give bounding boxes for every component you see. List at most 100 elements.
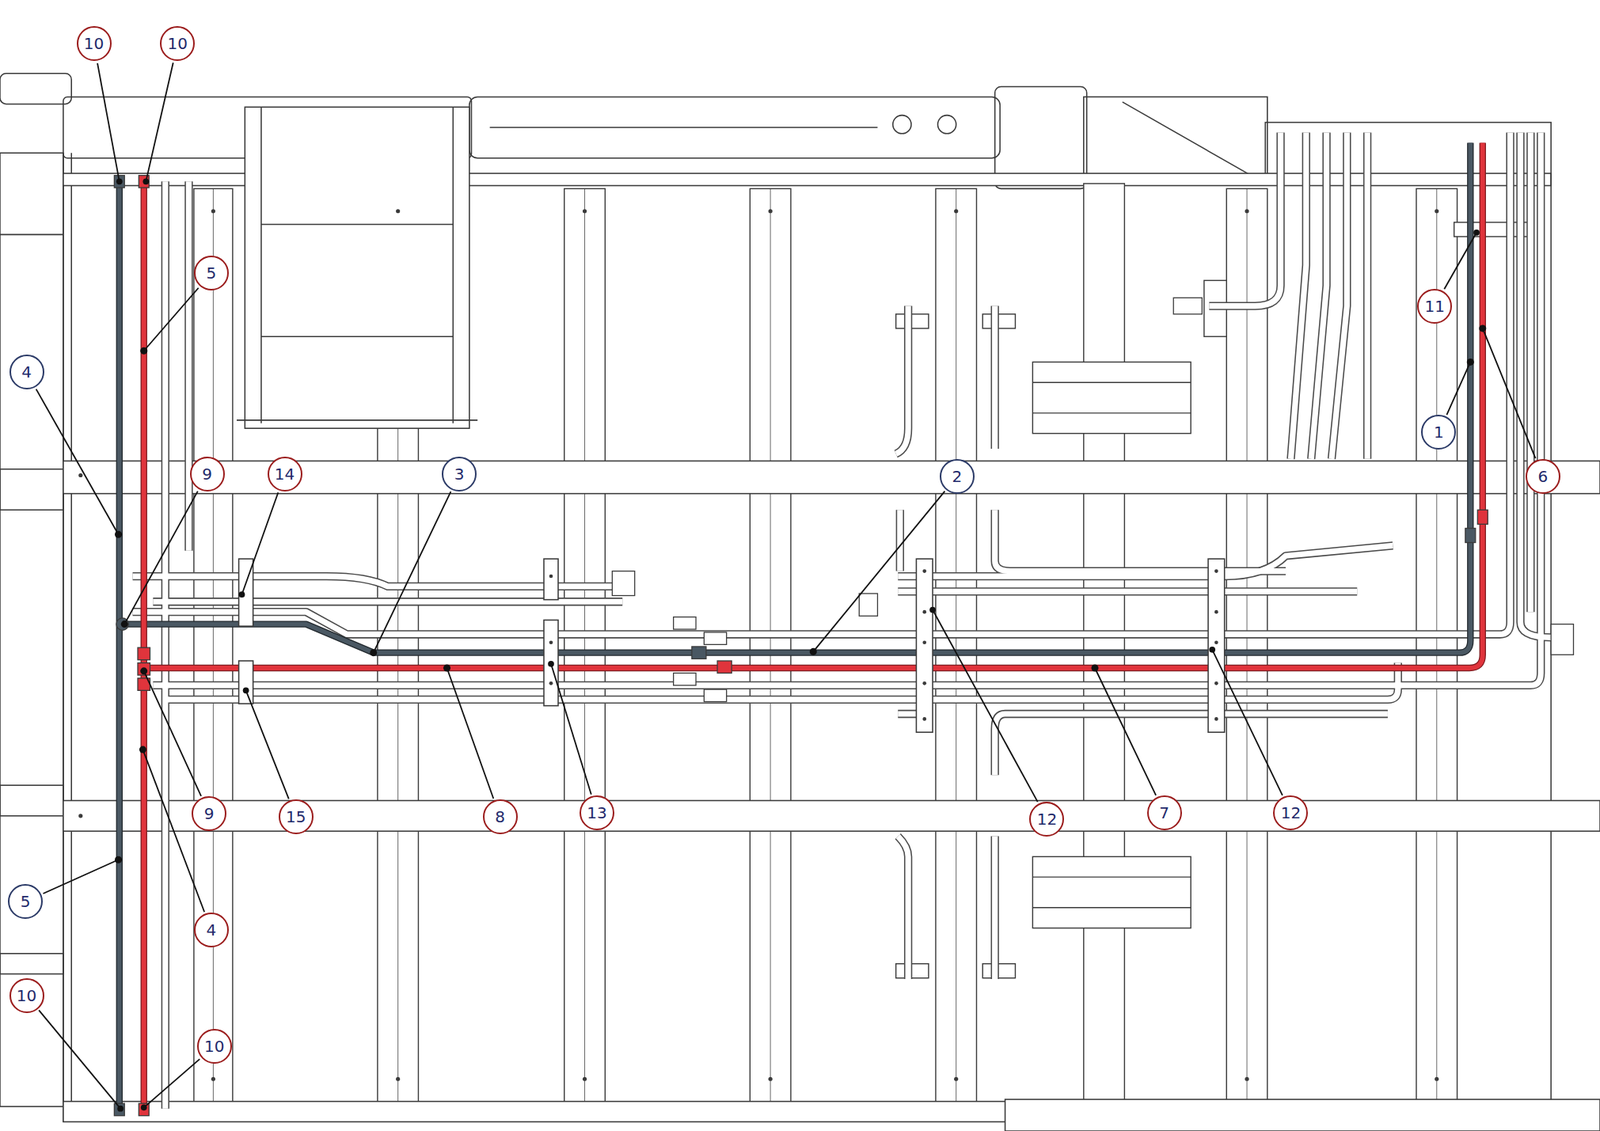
leader-line bbox=[124, 491, 198, 625]
frame-rib bbox=[212, 188, 214, 1107]
pipe-clamp bbox=[1244, 209, 1249, 213]
hydraulic-tube-inner bbox=[133, 133, 1511, 635]
hydraulic-tube-inner bbox=[1520, 133, 1551, 639]
ladder bbox=[452, 106, 454, 423]
pipe-clamp bbox=[395, 1077, 400, 1082]
pressure-line bbox=[144, 142, 1483, 1109]
leader-dot bbox=[142, 178, 149, 185]
frame-structure bbox=[0, 73, 1551, 1123]
hose-fitting bbox=[114, 1103, 125, 1116]
pipe-clamp bbox=[1244, 1077, 1249, 1082]
ladder bbox=[261, 335, 453, 338]
callout-circle: 13 bbox=[579, 795, 615, 831]
pipe-clamp bbox=[1214, 640, 1219, 645]
leader-line bbox=[144, 671, 202, 797]
leader-line bbox=[447, 668, 495, 799]
leader-line bbox=[36, 389, 119, 536]
crossbeam bbox=[63, 460, 1600, 1131]
callout-number: 12 bbox=[1280, 805, 1301, 821]
frame-structure bbox=[1083, 96, 1268, 184]
frame-rib bbox=[193, 188, 233, 1107]
leader-dot bbox=[114, 856, 122, 864]
pipe-clamp bbox=[78, 209, 1439, 1082]
pipe-clamp bbox=[1214, 717, 1219, 722]
pipe-clamp bbox=[395, 209, 400, 213]
leader-line bbox=[246, 690, 289, 799]
leader-line bbox=[241, 492, 278, 595]
hose-fitting bbox=[137, 663, 150, 676]
mount-bracket bbox=[1032, 856, 1191, 928]
hose-fitting bbox=[1173, 297, 1202, 315]
hydraulic-tube-inner bbox=[900, 509, 1286, 571]
return-line bbox=[119, 142, 1471, 1109]
leader-dot bbox=[114, 531, 122, 539]
callout-circle: 7 bbox=[1147, 795, 1182, 831]
mount-bracket bbox=[1032, 361, 1191, 434]
callout-circle: 11 bbox=[1417, 288, 1452, 324]
pipe-clamp bbox=[239, 661, 254, 704]
callout-number: 4 bbox=[205, 922, 217, 939]
mount-bracket bbox=[1032, 412, 1191, 414]
ladder bbox=[261, 224, 453, 226]
leader-dot bbox=[140, 1104, 148, 1111]
ladder bbox=[236, 419, 478, 422]
pipe-clamp bbox=[1214, 610, 1219, 615]
frame-structure bbox=[70, 152, 73, 1122]
callout-number: 6 bbox=[1537, 468, 1548, 485]
callout-number: 10 bbox=[16, 988, 37, 1004]
callout-circle: 10 bbox=[9, 978, 45, 1014]
leader-line bbox=[97, 63, 120, 182]
hose-fitting bbox=[717, 661, 732, 673]
frame-structure bbox=[0, 152, 64, 1107]
hydraulic-tube-inner bbox=[1290, 133, 1368, 460]
leader-dot bbox=[1478, 324, 1486, 332]
crossbeam bbox=[1005, 1099, 1600, 1131]
callout-number: 5 bbox=[20, 893, 31, 910]
callout-number: 12 bbox=[1037, 811, 1057, 828]
callout-circle: 12 bbox=[1029, 801, 1065, 837]
frame-structure bbox=[490, 126, 878, 129]
pipe-clamp bbox=[582, 1077, 587, 1082]
callout-circle: 8 bbox=[482, 799, 518, 835]
leader-line bbox=[1482, 328, 1536, 459]
callout-circle: 12 bbox=[1273, 795, 1308, 831]
hose-fitting bbox=[114, 175, 1574, 1117]
leader-line bbox=[38, 1010, 121, 1109]
pipe-clamp bbox=[1434, 1077, 1439, 1082]
leader-dot bbox=[243, 687, 250, 694]
leader-line bbox=[43, 859, 119, 894]
hydraulic-tube bbox=[1290, 133, 1368, 460]
hydraulic-tube-inner bbox=[133, 133, 1552, 1110]
hydraulic-tube-inner bbox=[896, 306, 996, 455]
hydraulic-tube bbox=[1520, 133, 1551, 639]
callout-circle: 5 bbox=[193, 255, 229, 291]
pipe-clamp bbox=[211, 209, 216, 213]
leader-dot bbox=[1208, 646, 1216, 654]
leader-dot bbox=[1473, 229, 1480, 236]
frame-rib bbox=[564, 188, 606, 1107]
leader-line bbox=[1444, 232, 1477, 290]
hose-fitting bbox=[1465, 528, 1476, 543]
pipe-clamp bbox=[543, 558, 559, 601]
hydraulic-tube bbox=[184, 181, 193, 551]
pipe-clamp bbox=[78, 473, 83, 478]
hose-fitting bbox=[1477, 509, 1488, 525]
callout-number: 5 bbox=[205, 265, 217, 282]
leader-dot bbox=[117, 1105, 124, 1113]
leader-line bbox=[1212, 649, 1283, 796]
ladder bbox=[244, 106, 470, 429]
callout-number: 9 bbox=[204, 805, 215, 822]
leader-dot bbox=[929, 607, 936, 614]
hydraulic-tube-inner bbox=[897, 714, 1388, 776]
callout-circle: 10 bbox=[76, 26, 112, 61]
leader-line bbox=[144, 288, 199, 352]
callout-number: 9 bbox=[201, 466, 213, 483]
hydraulic-tube-inner bbox=[162, 181, 168, 1109]
callout-circle: 4 bbox=[193, 912, 229, 948]
callout-number: 10 bbox=[204, 1038, 225, 1055]
callout-number: 3 bbox=[454, 466, 465, 483]
frame-structure bbox=[0, 73, 72, 105]
callout-circle: 3 bbox=[441, 456, 477, 492]
